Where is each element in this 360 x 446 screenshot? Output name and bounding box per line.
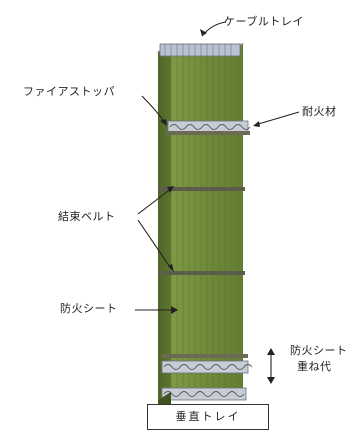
tray-side-face (158, 44, 171, 406)
fireproof-material-leader (254, 111, 300, 126)
fire-stopper-label: ファイアストッパ (23, 85, 115, 98)
cable-tray-label: ケーブルトレイ (224, 15, 304, 28)
fireproof-material-label: 耐火材 (302, 105, 337, 118)
binding-belt-upper (158, 187, 245, 191)
overlap-label-line1: 防火シート (290, 344, 348, 357)
binding-belt-leader-lower (137, 219, 173, 271)
binding-belt-label: 結束ベルト (58, 210, 116, 223)
cable-tray-leader (201, 21, 227, 37)
overlap-label-line2: 重ね代 (297, 360, 332, 373)
upper-fire-stopper (166, 120, 251, 135)
binding-belt-lower (158, 271, 245, 275)
binding-belt-leader-upper (137, 187, 173, 215)
lower-fire-stopper (161, 354, 253, 374)
fire-sheet-label: 防火シート (60, 302, 118, 315)
leader-lines (135, 21, 300, 381)
arrowheads (160, 29, 275, 384)
fire-sheet-front (171, 44, 243, 400)
figure-caption: 垂直トレイ (147, 404, 269, 430)
cable-tray-top (156, 43, 245, 57)
